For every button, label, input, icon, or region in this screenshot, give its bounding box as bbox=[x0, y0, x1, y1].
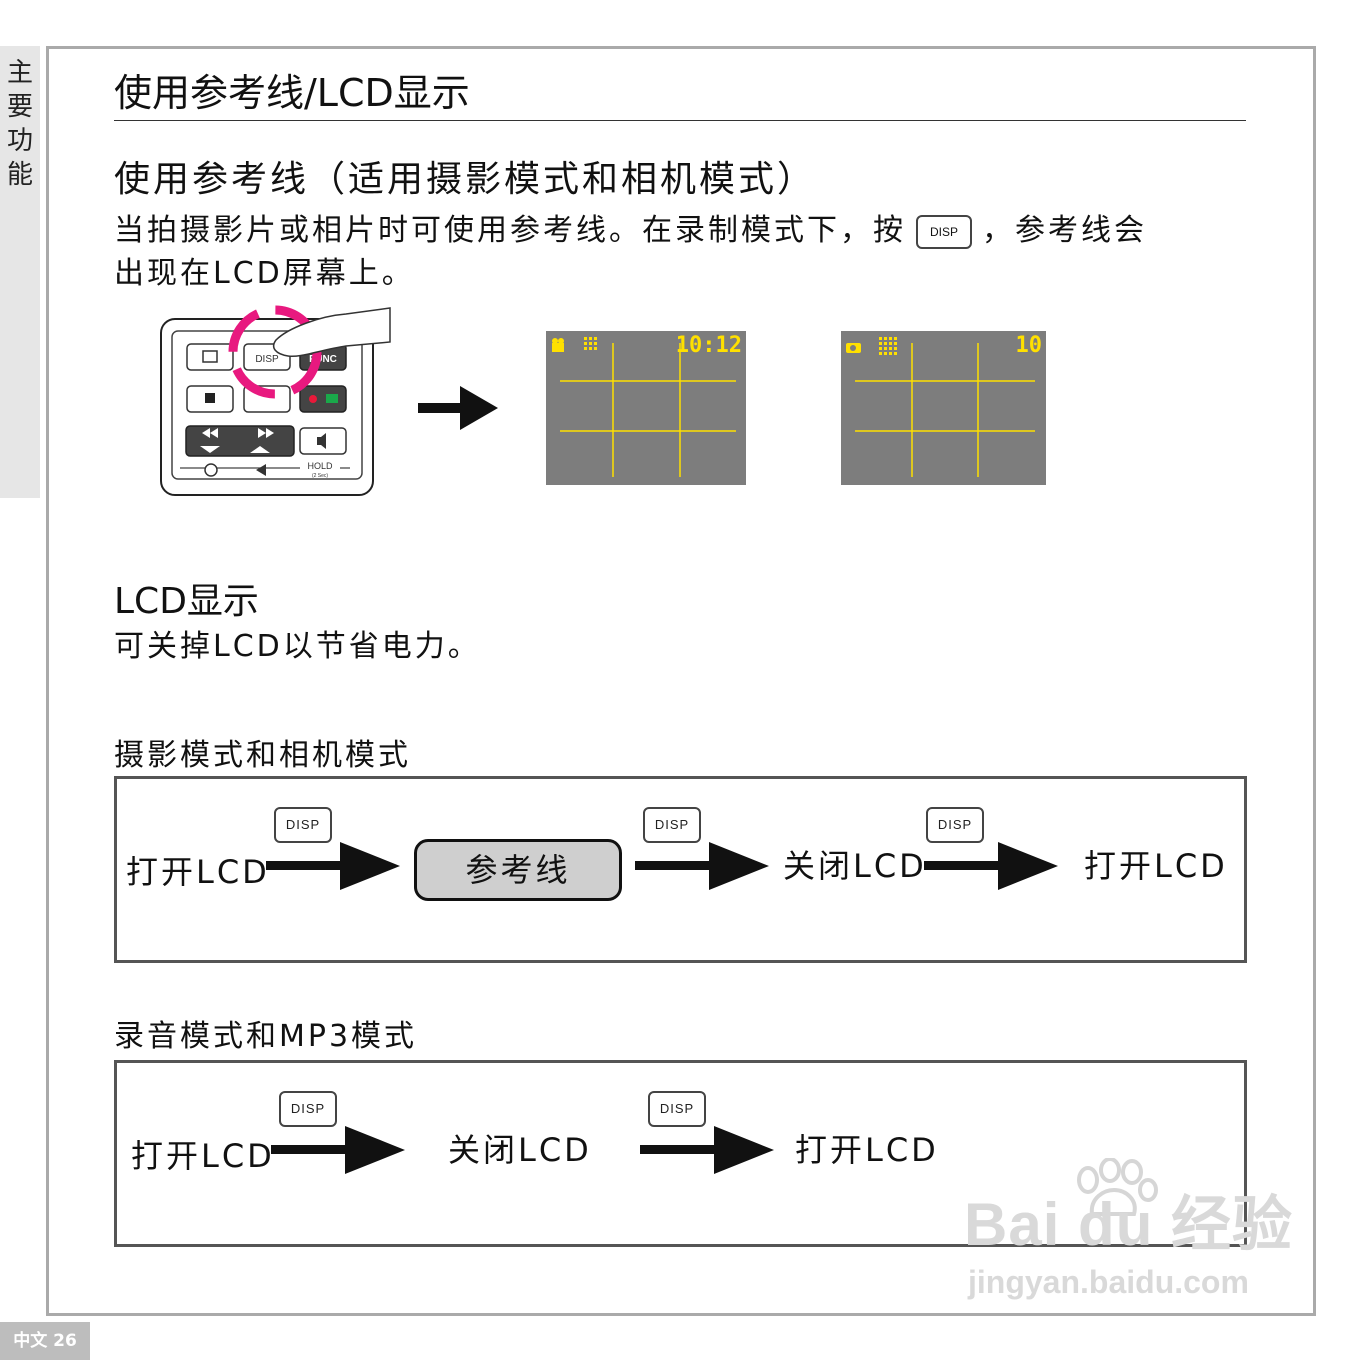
timer-icon bbox=[204, 463, 218, 477]
resolution-icon bbox=[584, 337, 597, 350]
flow1-disp-key-2: DISP bbox=[643, 807, 701, 843]
description-text-1: 当拍摄影片或相片时可使用参考线。在录制模式下，按 bbox=[114, 213, 906, 248]
page-frame bbox=[46, 46, 1316, 1316]
video-guideline-grid bbox=[552, 337, 736, 477]
section-heading-lcd: LCD显示 bbox=[114, 581, 259, 622]
flow2-disp-key-2: DISP bbox=[648, 1091, 706, 1127]
title-divider bbox=[114, 120, 1246, 121]
flow1-label: 摄影模式和相机模式 bbox=[114, 738, 411, 773]
watermark-url: jingyan.baidu.com bbox=[968, 1264, 1249, 1300]
photo-guideline-grid bbox=[846, 337, 1035, 477]
description-text-2: ，参考线会 bbox=[982, 213, 1147, 248]
keypad-func-label: FUNC bbox=[309, 354, 337, 365]
flow2-arrow-2-icon bbox=[640, 1126, 774, 1174]
flow2-step-lcd-off: 关闭LCD bbox=[448, 1131, 592, 1169]
flow2-arrow-1-icon bbox=[271, 1126, 405, 1174]
keypad-illustration: DISP FUNC HOLD (2 Sec) bbox=[160, 305, 391, 496]
flow1-step-lcd-off: 关闭LCD bbox=[783, 847, 927, 885]
page-number: 中文 26 bbox=[0, 1322, 90, 1360]
flow1-step-lcd-on: 打开LCD bbox=[126, 853, 270, 891]
baidu-paw-logo bbox=[1077, 1158, 1158, 1216]
page-title: 使用参考线/LCD显示 bbox=[114, 71, 470, 115]
menu-key bbox=[186, 343, 234, 371]
record-key bbox=[299, 385, 347, 413]
lcd-description: 可关掉LCD以节省电力。 bbox=[114, 629, 481, 664]
flow1-arrow-1-icon bbox=[266, 842, 400, 890]
watermark-brand: Bai du 经验 bbox=[964, 1191, 1294, 1258]
lcd-screen-photo: 10 bbox=[841, 331, 1046, 485]
finger-icon bbox=[272, 307, 391, 358]
section-heading-guidelines: 使用参考线（适用摄影模式和相机模式） bbox=[114, 159, 817, 200]
guidelines-description-line2: 出现在LCD屏幕上。 bbox=[114, 256, 415, 291]
flow2-disp-key-1: DISP bbox=[279, 1091, 337, 1127]
guidelines-description: 当拍摄影片或相片时可使用参考线。在录制模式下，按 DISP ，参考线会 bbox=[114, 210, 1147, 252]
flow1-step-lcd-on-again: 打开LCD bbox=[1084, 847, 1228, 885]
side-tab bbox=[0, 46, 40, 498]
flow1-arrow-3-icon bbox=[924, 842, 1058, 890]
photo-count-readout: 10 bbox=[1015, 333, 1043, 358]
video-camera-icon bbox=[552, 343, 564, 352]
flow2-step-lcd-on-again: 打开LCD bbox=[795, 1131, 939, 1169]
video-time-readout: 10:12 bbox=[675, 333, 742, 358]
flow1-arrow-2-icon bbox=[635, 842, 769, 890]
lcd-screen-video: 10:12 bbox=[546, 331, 746, 485]
disp-key-icon: DISP bbox=[916, 214, 972, 249]
rewind-forward-key bbox=[185, 425, 295, 457]
flow1-disp-key-1: DISP bbox=[274, 807, 332, 843]
flow2-label: 录音模式和MP3模式 bbox=[114, 1019, 418, 1054]
flow1-disp-key-3: DISP bbox=[926, 807, 984, 843]
hold-label: HOLD bbox=[307, 461, 333, 471]
flow1-step-guidelines: 参考线 bbox=[414, 839, 622, 901]
hold-sublabel: (2 Sec) bbox=[312, 473, 328, 479]
side-tab-label: 主要功能 bbox=[6, 58, 33, 190]
arrow-right-icon bbox=[418, 386, 498, 430]
macro-icon bbox=[256, 464, 266, 476]
flow2-step-lcd-on: 打开LCD bbox=[131, 1137, 275, 1175]
resolution-icon-photo bbox=[879, 337, 897, 355]
keypad-disp-label: DISP bbox=[255, 354, 279, 365]
